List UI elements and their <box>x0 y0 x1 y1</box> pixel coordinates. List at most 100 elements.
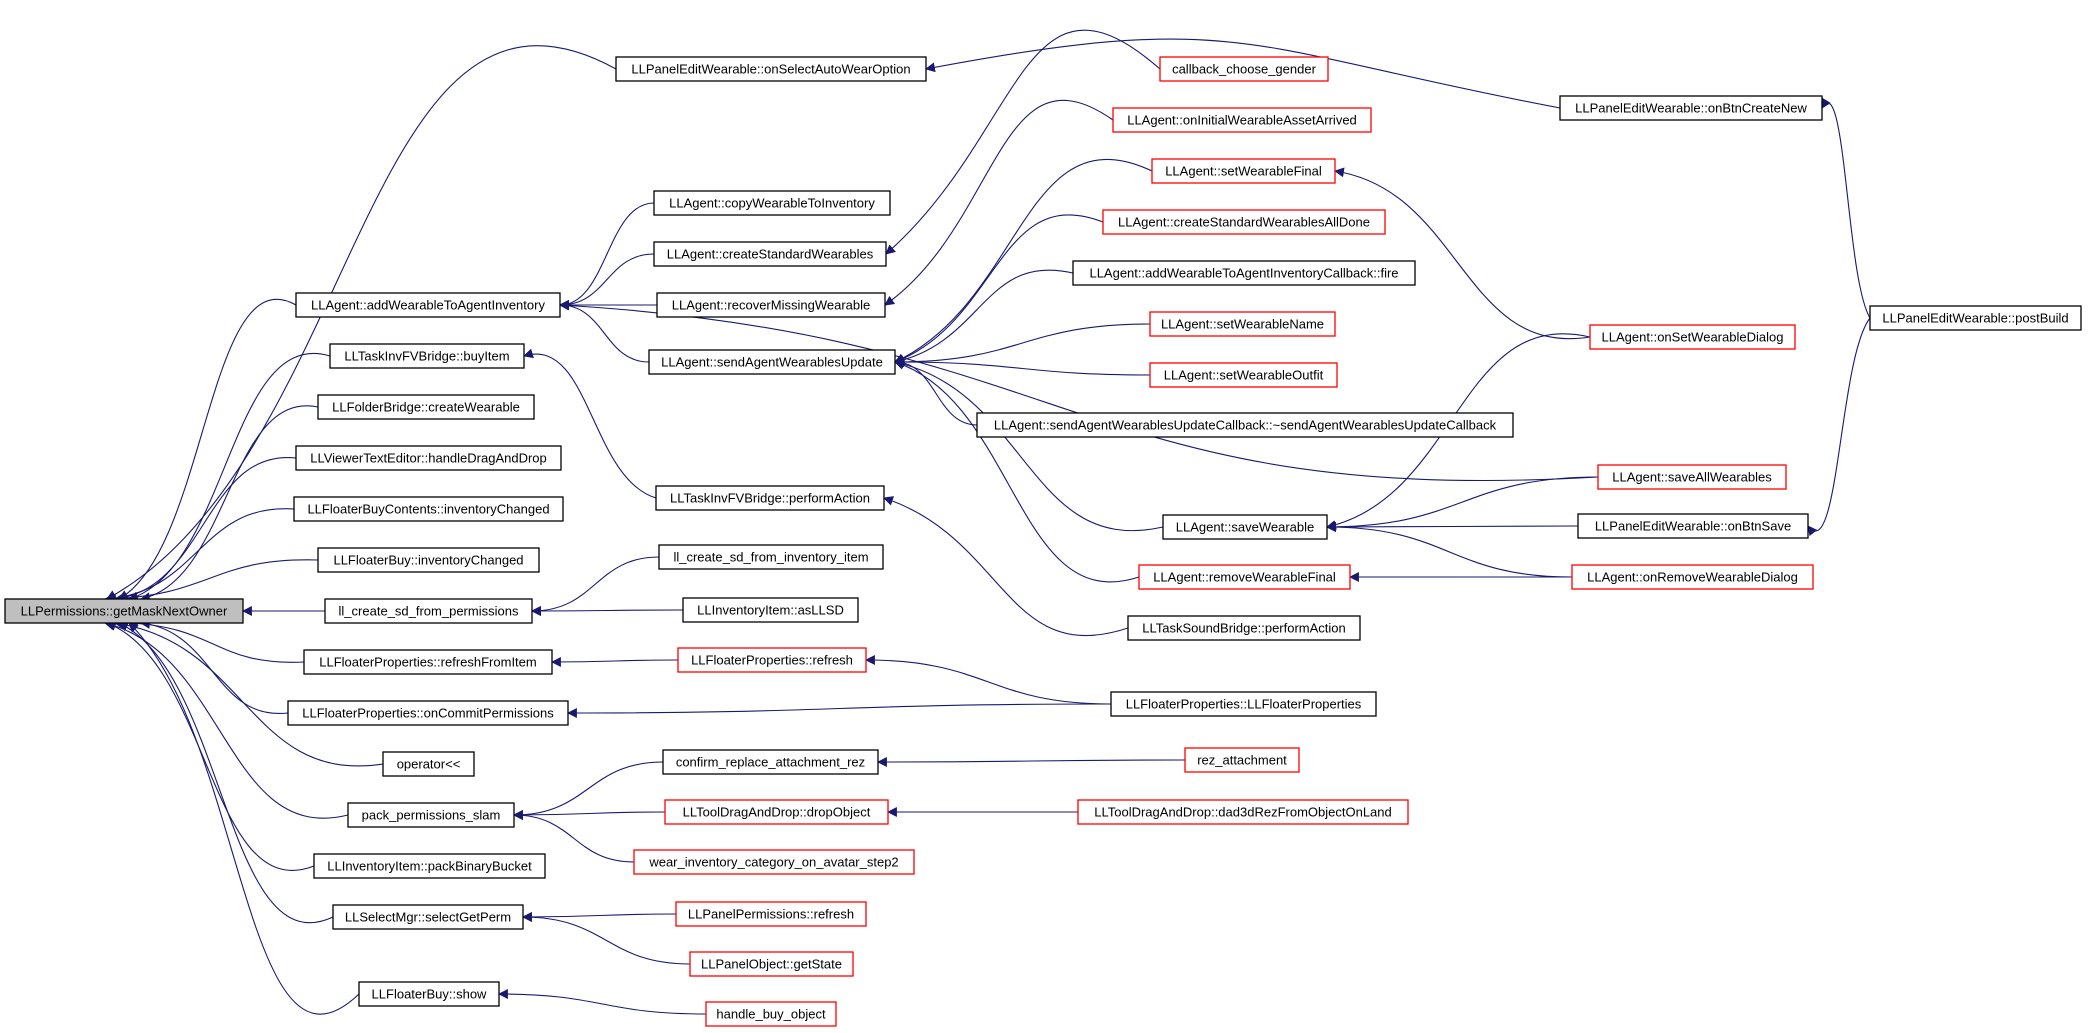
edge-fbc_ic-to-root <box>104 508 295 604</box>
edge-pew_pb-to-pew_obs <box>1807 317 1871 537</box>
node-pew_obcn[interactable]: LLPanelEditWearable::onBtnCreateNew <box>1559 95 1823 121</box>
node-box <box>648 349 896 375</box>
node-label: LLInventoryItem::packBinaryBucket <box>327 859 532 874</box>
node-label: handle_buy_object <box>716 1007 826 1022</box>
node-a_sawu[interactable]: LLAgent::sendAgentWearablesUpdate <box>648 349 896 375</box>
node-cb_cg[interactable]: callback_choose_gender <box>1159 56 1329 82</box>
node-pps[interactable]: pack_permissions_slam <box>347 802 515 828</box>
node-label: LLFloaterBuy::inventoryChanged <box>333 553 523 568</box>
node-box <box>303 649 553 675</box>
node-ll_sd_perm[interactable]: ll_create_sd_from_permissions <box>324 598 533 624</box>
node-a_sawucb[interactable]: LLAgent::sendAgentWearablesUpdateCallbac… <box>976 412 1514 438</box>
node-a_oswd[interactable]: LLAgent::onSetWearableDialog <box>1589 324 1796 350</box>
node-a_swn[interactable]: LLAgent::setWearableName <box>1149 311 1336 337</box>
node-pew_sel[interactable]: LLPanelEditWearable::onSelectAutoWearOpt… <box>615 56 927 82</box>
edge-add_wear-to-root <box>118 298 297 600</box>
node-tb_pa[interactable]: LLTaskInvFVBridge::performAction <box>655 485 885 511</box>
node-add_wear[interactable]: LLAgent::addWearableToAgentInventory <box>295 292 561 318</box>
node-pew_pb[interactable]: LLPanelEditWearable::postBuild <box>1869 305 2082 331</box>
node-a_rmw[interactable]: LLAgent::recoverMissingWearable <box>656 292 886 318</box>
node-a_cswad[interactable]: LLAgent::createStandardWearablesAllDone <box>1102 209 1386 235</box>
node-op[interactable]: operator<< <box>382 751 475 777</box>
node-fb_show[interactable]: LLFloaterBuy::show <box>358 981 500 1007</box>
node-a_awcb[interactable]: LLAgent::addWearableToAgentInventoryCall… <box>1072 260 1416 286</box>
node-box <box>295 445 562 471</box>
edge-ll_sd_item-to-ll_sd_perm <box>531 556 660 616</box>
edge-fp_ocp-to-root <box>140 619 289 714</box>
node-ii_asllsd[interactable]: LLInventoryItem::asLLSD <box>682 597 859 623</box>
node-tdd_do[interactable]: LLToolDragAndDrop::dropObject <box>664 799 889 825</box>
node-tb_buy[interactable]: LLTaskInvFVBridge::buyItem <box>329 343 525 369</box>
node-box <box>689 951 854 977</box>
node-label: LLSelectMgr::selectGetPerm <box>345 910 511 925</box>
node-a_rwf[interactable]: LLAgent::removeWearableFinal <box>1138 564 1351 590</box>
node-label: LLFloaterProperties::refresh <box>691 653 853 668</box>
node-fbc_ic[interactable]: LLFloaterBuyContents::inventoryChanged <box>293 496 564 522</box>
node-fb_cw[interactable]: LLFolderBridge::createWearable <box>317 394 535 420</box>
node-box <box>358 981 500 1007</box>
node-fp_refresh[interactable]: LLFloaterProperties::refresh <box>677 647 867 673</box>
node-box <box>658 544 884 570</box>
node-box <box>1138 564 1351 590</box>
node-box <box>677 647 867 673</box>
node-a_sw[interactable]: LLAgent::saveWearable <box>1162 514 1328 540</box>
node-box <box>656 292 886 318</box>
edge-fp_ctor-to-fp_ocp <box>567 703 1112 718</box>
node-label: LLFloaterProperties::onCommitPermissions <box>302 706 554 721</box>
node-ll_sd_item[interactable]: ll_create_sd_from_inventory_item <box>658 544 884 570</box>
edge-a_cswad-to-a_sawu <box>894 214 1104 364</box>
edge-op-to-root <box>114 619 384 767</box>
edge-a_oswd-to-a_sw <box>1326 333 1591 530</box>
node-fp_ocp[interactable]: LLFloaterProperties::onCommitPermissions <box>287 700 569 726</box>
node-rez[interactable]: rez_attachment <box>1184 747 1300 773</box>
node-box <box>1102 209 1386 235</box>
node-label: LLFloaterBuyContents::inventoryChanged <box>307 502 549 517</box>
edge-fp_ctor-to-fp_refresh <box>865 655 1112 705</box>
node-fb_ic[interactable]: LLFloaterBuy::inventoryChanged <box>317 547 540 573</box>
node-label: LLFolderBridge::createWearable <box>332 400 520 415</box>
node-label: LLFloaterBuy::show <box>372 987 488 1002</box>
node-ii_pbb[interactable]: LLInventoryItem::packBinaryBucket <box>313 853 546 879</box>
node-label: ll_create_sd_from_permissions <box>339 604 519 619</box>
node-box <box>1077 799 1409 825</box>
node-box <box>347 802 515 828</box>
node-po_gs[interactable]: LLPanelObject::getState <box>689 951 854 977</box>
node-box <box>329 343 525 369</box>
node-root[interactable]: LLPermissions::getMaskNextOwner <box>4 598 244 624</box>
node-a_orwd[interactable]: LLAgent::onRemoveWearableDialog <box>1571 564 1814 590</box>
node-hbo[interactable]: handle_buy_object <box>705 1001 837 1027</box>
node-pp_refresh[interactable]: LLPanelPermissions::refresh <box>675 901 867 927</box>
node-label: LLAgent::saveAllWearables <box>1612 470 1772 485</box>
node-box <box>1559 95 1823 121</box>
node-vte[interactable]: LLViewerTextEditor::handleDragAndDrop <box>295 445 562 471</box>
node-box <box>1589 324 1796 350</box>
node-a_csw[interactable]: LLAgent::createStandardWearables <box>653 241 887 267</box>
node-tdd_d3d[interactable]: LLToolDragAndDrop::dad3dRezFromObjectOnL… <box>1077 799 1409 825</box>
node-box <box>653 190 891 216</box>
node-box <box>1162 514 1328 540</box>
node-fp_rfi[interactable]: LLFloaterProperties::refreshFromItem <box>303 649 553 675</box>
node-label: LLAgent::copyWearableToInventory <box>669 196 875 211</box>
node-pew_obs[interactable]: LLPanelEditWearable::onBtnSave <box>1577 513 1809 539</box>
edge-a_saw-to-a_sw <box>1326 476 1599 532</box>
node-a_oiwaa[interactable]: LLAgent::onInitialWearableAssetArrived <box>1112 107 1372 133</box>
node-a_swf[interactable]: LLAgent::setWearableFinal <box>1151 158 1336 184</box>
edge-a_cwti-to-add_wear <box>559 202 655 310</box>
node-sm_sgp[interactable]: LLSelectMgr::selectGetPerm <box>332 904 524 930</box>
node-fp_ctor[interactable]: LLFloaterProperties::LLFloaterProperties <box>1110 691 1377 717</box>
node-label: LLAgent::setWearableName <box>1161 317 1324 332</box>
node-tsb_pa[interactable]: LLTaskSoundBridge::performAction <box>1127 615 1361 641</box>
node-a_cwti[interactable]: LLAgent::copyWearableToInventory <box>653 190 891 216</box>
edge-tsb_pa-to-tb_pa <box>883 496 1129 636</box>
node-a_saw[interactable]: LLAgent::saveAllWearables <box>1597 464 1787 490</box>
node-box <box>4 598 244 624</box>
node-a_swo[interactable]: LLAgent::setWearableOutfit <box>1149 362 1338 388</box>
edge-po_gs-to-sm_sgp <box>522 912 691 965</box>
edge-a_swo-to-a_sawu <box>894 357 1151 376</box>
node-box <box>1577 513 1809 539</box>
node-label: LLAgent::saveWearable <box>1176 520 1315 535</box>
node-craz[interactable]: confirm_replace_attachment_rez <box>662 749 879 775</box>
node-wic[interactable]: wear_inventory_category_on_avatar_step2 <box>633 849 915 875</box>
edge-pew_obcn-to-pew_sel <box>925 38 1561 109</box>
